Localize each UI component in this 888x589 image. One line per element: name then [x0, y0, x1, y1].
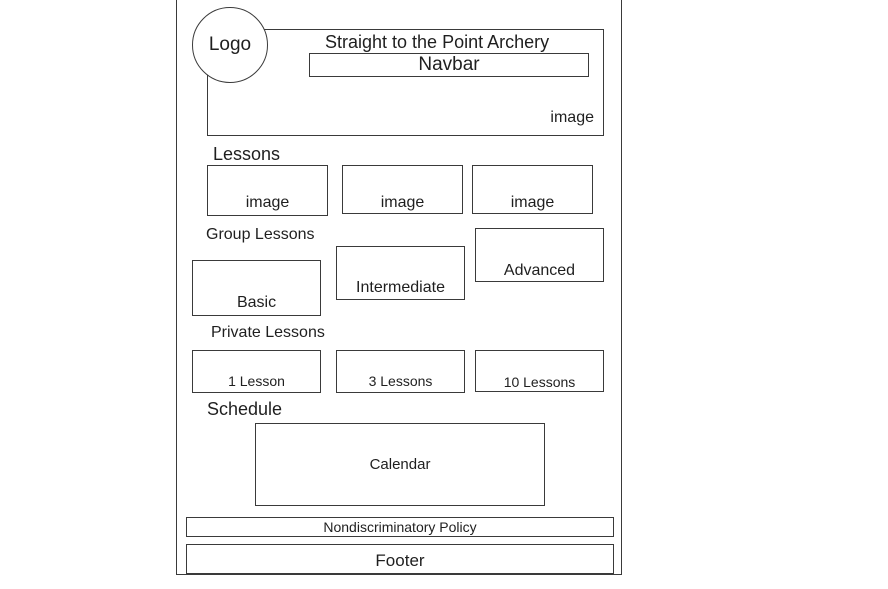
private-lesson-label: 1 Lesson [228, 373, 285, 389]
nondiscriminatory-policy[interactable]: Nondiscriminatory Policy [186, 517, 614, 537]
footer: Footer [186, 544, 614, 574]
group-lessons-heading: Group Lessons [206, 226, 315, 243]
calendar[interactable]: Calendar [255, 423, 545, 506]
policy-label: Nondiscriminatory Policy [323, 519, 477, 535]
group-lesson-advanced[interactable]: Advanced [475, 228, 604, 282]
group-lesson-basic[interactable]: Basic [192, 260, 321, 316]
header-hero-image-label: image [550, 109, 594, 126]
group-lesson-label: Basic [236, 294, 277, 311]
logo-label: Logo [208, 34, 252, 55]
private-lesson-3[interactable]: 3 Lessons [336, 350, 465, 393]
footer-label: Footer [375, 551, 425, 570]
header-banner: image [207, 29, 604, 136]
group-lesson-label: Intermediate [356, 279, 445, 296]
schedule-heading: Schedule [207, 399, 283, 419]
private-lesson-label: 3 Lessons [368, 373, 433, 389]
lessons-heading: Lessons [213, 144, 281, 164]
private-lesson-label: 10 Lessons [503, 374, 576, 390]
group-lesson-label: Advanced [503, 262, 576, 279]
navbar-label: Navbar [418, 54, 480, 75]
calendar-label: Calendar [369, 456, 431, 473]
private-lessons-heading: Private Lessons [211, 324, 325, 341]
group-lesson-intermediate[interactable]: Intermediate [336, 246, 465, 300]
lesson-image-2[interactable]: image [342, 165, 463, 214]
site-title: Straight to the Point Archery [325, 32, 550, 52]
private-lesson-1[interactable]: 1 Lesson [192, 350, 321, 393]
page-frame [176, 0, 622, 575]
lesson-image-label: image [510, 194, 555, 211]
lesson-image-1[interactable]: image [207, 165, 328, 216]
lesson-image-3[interactable]: image [472, 165, 593, 214]
logo[interactable]: Logo [192, 7, 268, 83]
private-lesson-10[interactable]: 10 Lessons [475, 350, 604, 392]
navbar[interactable]: Navbar [309, 53, 589, 77]
lesson-image-label: image [245, 194, 290, 211]
lesson-image-label: image [380, 194, 425, 211]
